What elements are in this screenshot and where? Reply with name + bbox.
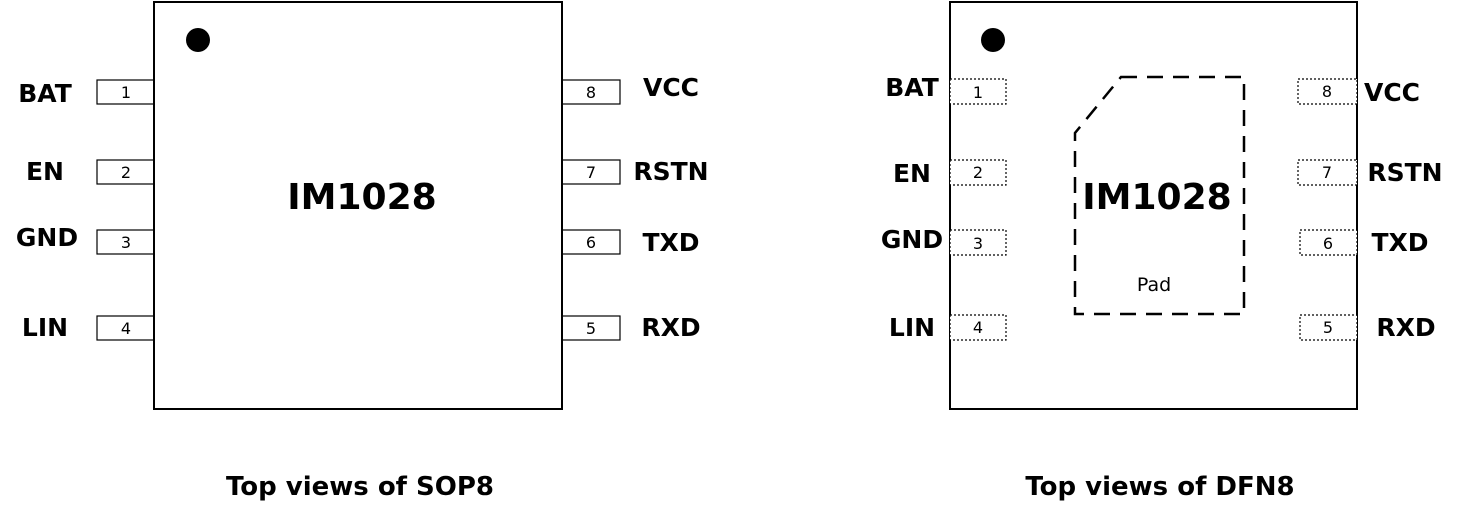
dfn8-caption: Top views of DFN8 bbox=[1025, 472, 1294, 502]
dfn8-pin-number: 4 bbox=[973, 318, 983, 337]
dfn8-pin-label: EN bbox=[893, 159, 931, 188]
sop8-pin-label: RXD bbox=[641, 313, 700, 342]
sop8-pin-label: TXD bbox=[642, 228, 699, 257]
sop8-package: 1 2 3 4 8 7 6 5 BAT EN GND LIN VCC RSTN … bbox=[16, 1, 709, 502]
dfn8-pin-number: 8 bbox=[1322, 82, 1332, 101]
dfn8-pin-4 bbox=[949, 314, 1007, 341]
dfn8-pin-number: 2 bbox=[973, 163, 983, 182]
sop8-pin-number: 7 bbox=[586, 163, 596, 182]
dfn8-pin-label: BAT bbox=[885, 73, 939, 102]
dfn8-pin-5 bbox=[1299, 314, 1358, 341]
sop8-pin-label: RSTN bbox=[633, 157, 708, 186]
sop8-pin-label: GND bbox=[16, 223, 78, 252]
sop8-pin-number: 3 bbox=[121, 233, 131, 252]
dfn8-pin-label: RSTN bbox=[1367, 158, 1442, 187]
sop8-pin-number: 2 bbox=[121, 163, 131, 182]
dfn8-pin-label: LIN bbox=[889, 313, 935, 342]
dfn8-pin-label: TXD bbox=[1371, 228, 1428, 257]
sop8-pin-number: 1 bbox=[121, 83, 131, 102]
dfn8-pin-3 bbox=[949, 229, 1007, 256]
sop8-pin-label: LIN bbox=[22, 313, 68, 342]
dfn8-pin-label: GND bbox=[881, 225, 943, 254]
dfn8-package: 1 2 3 4 8 7 6 5 BAT EN GND LIN VCC RSTN … bbox=[881, 1, 1443, 502]
sop8-pin-number: 4 bbox=[121, 319, 131, 338]
dfn8-chip-name: IM1028 bbox=[1082, 177, 1231, 218]
dfn8-pin-label: VCC bbox=[1364, 78, 1420, 107]
dfn8-exposed-pad-outline bbox=[1073, 75, 1246, 316]
sop8-pin-label: BAT bbox=[18, 79, 72, 108]
dfn8-pin-1 bbox=[949, 78, 1007, 105]
dfn8-pin-7 bbox=[1297, 159, 1358, 186]
sop8-pin-6 bbox=[561, 229, 621, 255]
dfn8-pin-6 bbox=[1299, 229, 1358, 256]
sop8-chip-body bbox=[153, 1, 563, 410]
sop8-pin-1 bbox=[96, 79, 156, 105]
sop8-pin-number: 8 bbox=[586, 83, 596, 102]
sop8-pin-8 bbox=[561, 79, 621, 105]
sop8-pin-number: 5 bbox=[586, 319, 596, 338]
sop8-caption: Top views of SOP8 bbox=[226, 472, 494, 502]
sop8-pin-2 bbox=[96, 159, 156, 185]
dfn8-pad-label: Pad bbox=[1137, 274, 1171, 296]
sop8-pin-number: 6 bbox=[586, 233, 596, 252]
dfn8-pin-number: 7 bbox=[1322, 163, 1332, 182]
dfn8-pin-number: 5 bbox=[1323, 318, 1333, 337]
dfn8-chip-body bbox=[949, 1, 1358, 410]
sop8-pin-label: EN bbox=[26, 157, 64, 186]
dfn8-pin-number: 3 bbox=[973, 234, 983, 253]
dfn8-pin-number: 6 bbox=[1323, 234, 1333, 253]
sop8-pin1-marker-dot bbox=[186, 28, 210, 52]
sop8-pin-3 bbox=[96, 229, 156, 255]
dfn8-pin-label: RXD bbox=[1376, 313, 1435, 342]
dfn8-pin1-marker-dot bbox=[981, 28, 1005, 52]
sop8-pin-label: VCC bbox=[643, 73, 699, 102]
dfn8-pin-number: 1 bbox=[973, 83, 983, 102]
sop8-chip-name: IM1028 bbox=[287, 177, 436, 218]
dfn8-pin-2 bbox=[949, 159, 1007, 186]
dfn8-pin-8 bbox=[1297, 78, 1358, 105]
